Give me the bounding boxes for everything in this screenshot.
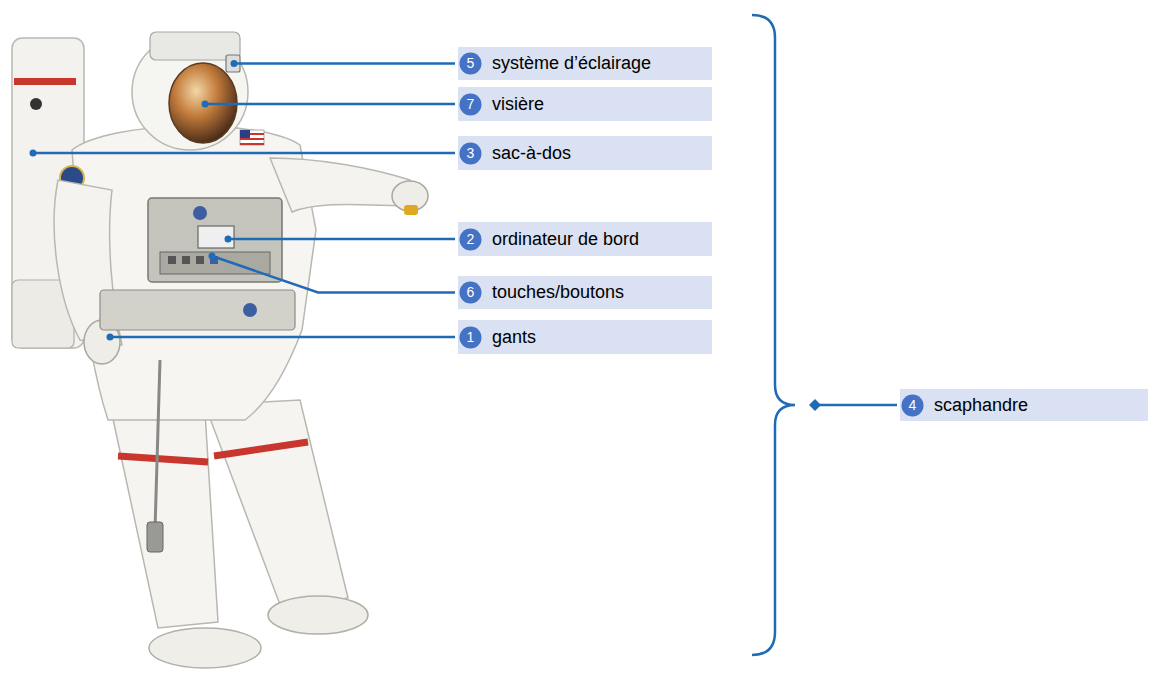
bracket-diamond	[809, 399, 821, 411]
flag-canton	[240, 130, 250, 138]
label-box: touches/boutons6	[458, 276, 712, 309]
waist-assembly	[100, 290, 295, 330]
leader-line	[212, 256, 455, 293]
flag-stripe	[240, 143, 264, 145]
button	[168, 256, 176, 264]
leader-dot	[30, 150, 37, 157]
leader-dot	[209, 253, 216, 260]
badge-circle	[460, 228, 482, 250]
leader-line	[815, 404, 897, 407]
left-boot	[149, 628, 261, 668]
right-leg	[205, 400, 348, 610]
badge-circle	[460, 282, 482, 304]
callout-number: 3	[459, 142, 482, 165]
knee-stripe	[118, 456, 208, 462]
part-name: ordinateur de bord	[458, 222, 639, 256]
label-box: gants1	[458, 320, 712, 354]
badge-circle	[460, 326, 482, 348]
callout-number: 2	[459, 228, 482, 251]
part-name: touches/boutons	[458, 276, 624, 309]
leader-dot	[231, 60, 238, 67]
callout-badge: 5	[459, 52, 482, 75]
label-box: scaphandre4	[900, 389, 1148, 421]
label-box: ordinateur de bord2	[458, 222, 712, 256]
leader-line	[110, 336, 455, 339]
connector	[243, 303, 257, 317]
bracket	[752, 15, 795, 655]
knee-stripe	[214, 442, 308, 456]
flag-stripe	[240, 138, 264, 140]
right-boot	[268, 596, 368, 634]
button	[182, 256, 190, 264]
leader-line	[33, 152, 455, 155]
callout-number: 5	[459, 52, 482, 75]
callout-badge: 2	[459, 228, 482, 251]
flag	[240, 130, 264, 145]
label-box: système d’éclairage5	[458, 47, 712, 80]
badge-circle	[902, 394, 924, 416]
button	[196, 256, 204, 264]
backpack-port	[30, 98, 42, 110]
callout-badge: 7	[459, 93, 482, 116]
badge-circle	[460, 53, 482, 75]
leader-line	[234, 62, 455, 65]
badge-circle	[460, 142, 482, 164]
part-name: système d’éclairage	[458, 47, 651, 80]
callout-badge: 6	[459, 281, 482, 304]
callout-number: 6	[459, 281, 482, 304]
callout-number: 7	[459, 93, 482, 116]
right-arm	[270, 158, 415, 212]
callout-badge: 1	[459, 326, 482, 349]
tether	[155, 360, 160, 530]
dial	[193, 206, 207, 220]
backpack-stripe	[14, 78, 76, 85]
leader-dot	[202, 101, 209, 108]
callout-badge: 4	[901, 394, 924, 417]
label-box: visière7	[458, 87, 712, 121]
leader-dot	[107, 334, 114, 341]
callout-number: 4	[901, 394, 924, 417]
callout-badge: 3	[459, 142, 482, 165]
tool	[404, 205, 418, 215]
leader-line	[205, 103, 455, 106]
left-leg	[110, 405, 218, 628]
callout-number: 1	[459, 326, 482, 349]
leader-line	[228, 238, 455, 241]
leader-dot	[225, 236, 232, 243]
display-unit	[198, 226, 234, 248]
badge-circle	[460, 93, 482, 115]
label-box: sac-à-dos3	[458, 136, 712, 170]
tether-hook	[147, 522, 163, 552]
